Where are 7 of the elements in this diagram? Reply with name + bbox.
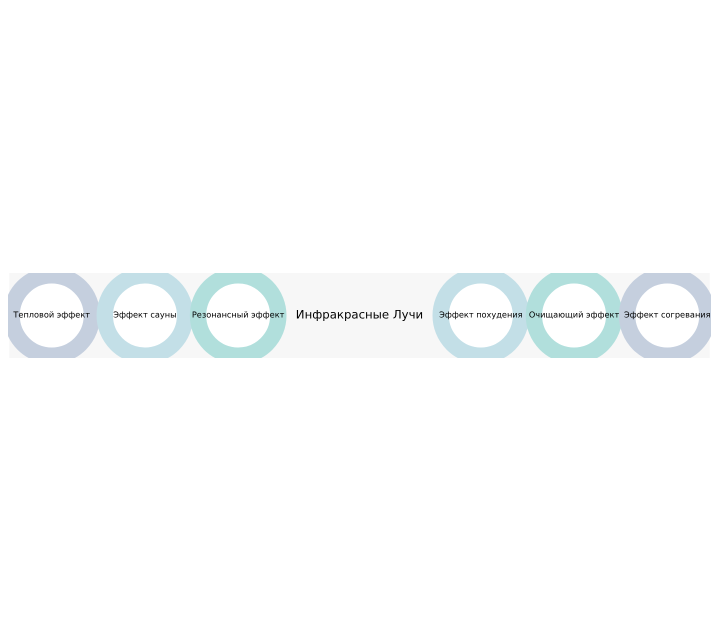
node-circle: Резонансный эффект <box>190 272 287 358</box>
label: Инфракрасные Лучи <box>296 306 424 321</box>
node-circle: Эффект сауны <box>96 272 194 358</box>
node-circle: Эффект согревания <box>618 272 711 358</box>
node-circle: Очищающий эффект <box>526 272 622 358</box>
node-circle: Эффект похудения <box>432 272 530 358</box>
node-circle: Тепловой эффект <box>8 272 100 358</box>
